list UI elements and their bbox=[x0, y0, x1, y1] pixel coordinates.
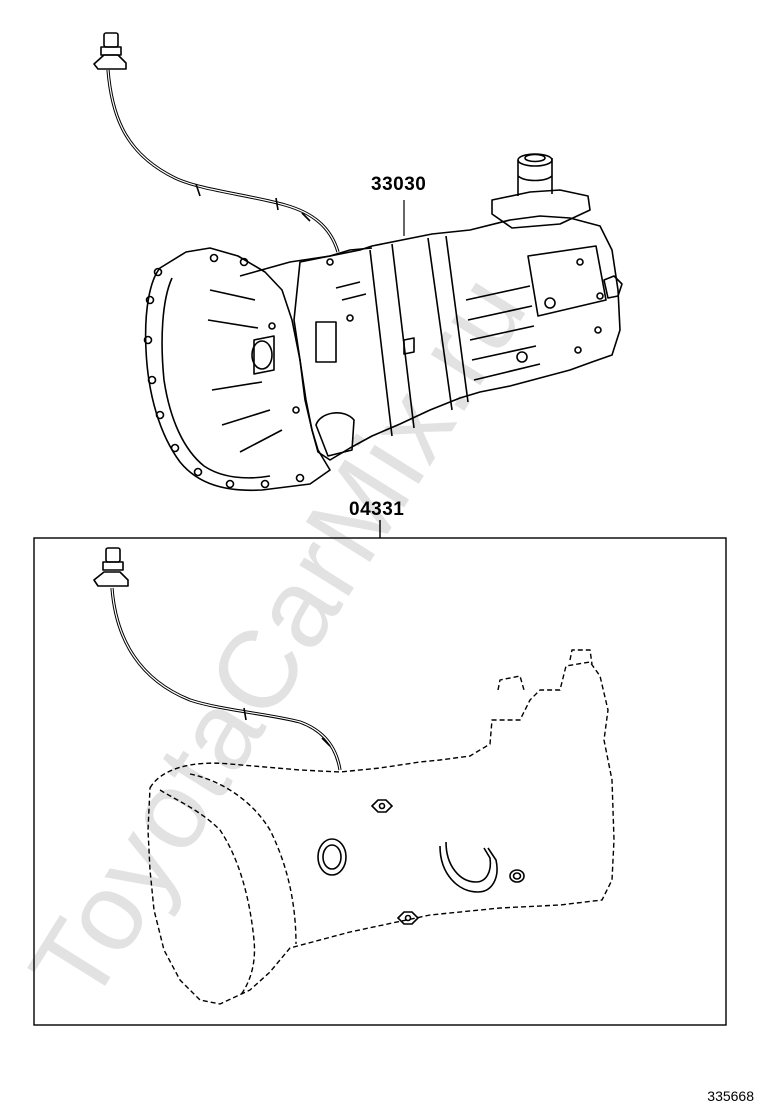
bell-bolt-holes bbox=[143, 253, 305, 489]
kit-breather-hose bbox=[93, 547, 342, 771]
phantom-transmission-outline bbox=[147, 649, 615, 1005]
kit-seals bbox=[317, 799, 525, 925]
transmission-assembly-drawing bbox=[93, 32, 623, 492]
diagram-id: 335668 bbox=[707, 1088, 754, 1104]
extension-housing bbox=[491, 189, 591, 229]
plug-gasket-bottom bbox=[396, 911, 420, 925]
small-seal-right bbox=[509, 869, 525, 883]
bell-housing bbox=[144, 247, 331, 492]
part-number-04331: 04331 bbox=[349, 499, 405, 520]
watermark-text: ToyotaCarMix.ru bbox=[6, 253, 551, 1023]
gasket-kit-drawing bbox=[93, 547, 342, 771]
breather-hose bbox=[93, 32, 340, 253]
plug-gasket-top bbox=[370, 799, 394, 813]
u-gasket bbox=[439, 845, 498, 893]
gasket-kit-frame bbox=[33, 537, 727, 1026]
oil-seal-front bbox=[317, 838, 347, 876]
part-number-33030: 33030 bbox=[371, 174, 427, 195]
